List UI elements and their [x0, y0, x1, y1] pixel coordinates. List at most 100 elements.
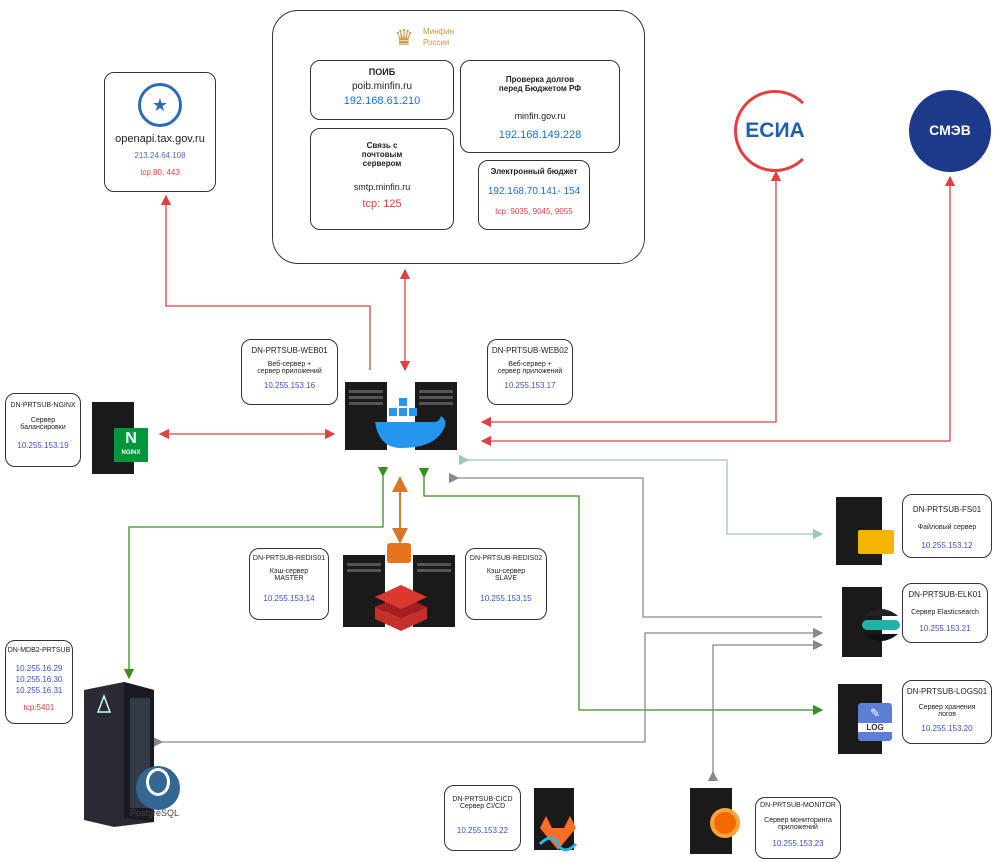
line-mdb-elk [152, 627, 824, 748]
line-web-elk [448, 472, 822, 618]
nginx-desc: Сервер [30, 417, 56, 424]
web01-box: DN-PRTSUB-WEB01 Веб-сервер + сервер прил… [241, 339, 338, 405]
redis02-desc-2: SLAVE [494, 575, 518, 582]
mdb-port: tcp:5401 [23, 703, 55, 712]
fs-ip: 10.255.153.12 [921, 541, 973, 550]
line-monitor-elk [707, 639, 824, 782]
logs-name: DN-PRTSUB-LOGS01 [906, 687, 988, 696]
minfin-logo: ♛ Минфин России [391, 25, 491, 55]
fs-desc: Файловый сервер [917, 524, 977, 531]
budget-ports: tcp: 9035, 9045, 9055 [495, 207, 573, 216]
fs-name: DN-PRTSUB-FS01 [912, 505, 982, 514]
tax-emblem-icon: ★ [138, 83, 182, 127]
debts-title-2: перед Бюджетом РФ [498, 84, 582, 93]
elk-desc: Сервер Elasticsearch [911, 609, 979, 616]
web01-ip: 10.255.153.16 [263, 381, 316, 390]
cicd-ip: 10.255.153.22 [456, 826, 509, 835]
web-servers-icon [345, 382, 457, 450]
redis02-desc: Кэш-сервер [486, 568, 526, 575]
log-label: LOG [858, 723, 892, 732]
web01-desc: Веб-сервер + [267, 361, 312, 368]
redis01-desc: Кэш-сервер [269, 568, 309, 575]
debts-host: minfin.gov.ru [514, 111, 566, 121]
tax-box: ★ openapi.tax.gov.ru 213.24.64.108 tcp:8… [104, 72, 216, 192]
tax-ip: 213.24.64.108 [134, 151, 186, 160]
redis02-ip: 10.255.153.15 [480, 594, 532, 603]
redis01-ip: 10.255.153.14 [263, 594, 315, 603]
line-web-tax [160, 194, 371, 370]
poib-ip: 192.168.61.210 [343, 95, 421, 107]
mail-box: Связь с почтовым сервером smtp.minfin.ru… [310, 128, 454, 230]
elk-name: DN-PRTSUB-ELK01 [908, 590, 982, 599]
debts-box: Проверка долгов перед Бюджетом РФ minfin… [460, 60, 620, 153]
redis02-name: DN-PRTSUB-REDIS02 [469, 555, 543, 562]
esia-logo: ЕСИА [734, 90, 816, 172]
poib-host: poib.minfin.ru [351, 81, 413, 92]
elk-ip: 10.255.153.21 [919, 624, 971, 633]
nginx-ip: 10.255.153.19 [17, 441, 69, 450]
logs-box: DN-PRTSUB-LOGS01 Сервер хранения логов 1… [902, 680, 992, 744]
tax-ports: tcp:80, 443 [140, 168, 180, 177]
nginx-name: DN-PRTSUB-NGINX [10, 402, 76, 409]
nginx-logo-icon: N NGINX [114, 428, 148, 462]
nginx-desc-2: балансировки [20, 424, 66, 431]
budget-ip: 192.168.70.141- 154 [487, 186, 581, 197]
cicd-box: DN-PRTSUB-CICD Сервер CI/CD 10.255.153.2… [444, 785, 521, 851]
redis02-box: DN-PRTSUB-REDIS02 Кэш-сервер SLAVE 10.25… [465, 548, 547, 620]
elk-box: DN-PRTSUB-ELK01 Сервер Elasticsearch 10.… [902, 583, 988, 643]
web02-ip: 10.255.153.17 [504, 381, 556, 390]
redis01-box: DN-PRTSUB-REDIS01 Кэш-сервер MASTER 10.2… [249, 548, 329, 620]
poib-box: ПОИБ poib.minfin.ru 192.168.61.210 [310, 60, 454, 120]
mdb-ip-2: 10.255.16.30 [15, 675, 63, 684]
monitor-desc-2: приложений [778, 824, 818, 831]
mdb-name: DN-MDB2-PRTSUB [7, 647, 71, 654]
web01-name: DN-PRTSUB-WEB01 [251, 346, 328, 355]
wrench-icon: ✎ [869, 706, 881, 720]
tax-host: openapi.tax.gov.ru [115, 133, 205, 145]
cicd-name: DN-PRTSUB-CICD [452, 796, 513, 803]
web02-desc: Веб-сервер + [508, 361, 552, 368]
budget-box: Электронный бюджет 192.168.70.141- 154 t… [478, 160, 590, 230]
gitlab-icon [538, 816, 578, 852]
redis-servers-icon [343, 543, 455, 631]
monitor-desc: Сервер мониторинга [764, 817, 832, 824]
minfin-logo-text-2: России [423, 38, 450, 47]
mdb-ip-3: 10.255.16.31 [15, 686, 63, 695]
esia-label: ЕСИА [745, 119, 805, 142]
mail-title-3: сервером [362, 159, 402, 168]
smev-logo: СМЭВ [909, 90, 991, 172]
mail-host: smtp.minfin.ru [353, 182, 411, 192]
line-web-mdb [123, 466, 389, 680]
logs-desc: Сервер хранения [918, 704, 976, 711]
debts-ip: 192.168.149.228 [498, 129, 582, 141]
postgres-label: PostgreSQL [130, 808, 180, 818]
monitor-name: DN-PRTSUB-MONITOR [760, 802, 836, 809]
redis01-name: DN-PRTSUB-REDIS01 [252, 555, 326, 562]
web02-name: DN-PRTSUB-WEB02 [491, 346, 569, 355]
redis01-desc-2: MASTER [274, 575, 304, 582]
line-web-fs [458, 454, 824, 540]
log-file-icon: ✎ LOG [858, 703, 892, 741]
nginx-logo-n: N [125, 430, 137, 447]
elasticsearch-icon [862, 609, 900, 641]
logs-ip: 10.255.153.20 [921, 724, 973, 733]
web01-desc-2: сервер приложений [257, 368, 322, 375]
minfin-logo-text: Минфин [423, 27, 455, 36]
cicd-desc: Сервер CI/CD [459, 803, 506, 810]
eagle-icon: ♛ [394, 25, 414, 50]
mail-title-2: почтовым [361, 150, 403, 159]
folder-icon [858, 530, 894, 554]
web02-desc-2: сервер приложений [497, 368, 563, 375]
monitor-box: DN-PRTSUB-MONITOR Сервер мониторинга при… [755, 797, 841, 859]
db-rack-icon [84, 682, 180, 827]
mail-title: Связь с [366, 141, 398, 150]
debts-title: Проверка долгов [505, 75, 575, 84]
budget-title: Электронный бюджет [490, 167, 578, 176]
mdb-box: DN-MDB2-PRTSUB 10.255.16.29 10.255.16.30… [5, 640, 73, 724]
mail-port: tcp: 125 [362, 198, 402, 210]
line-web-smev [480, 175, 956, 447]
poib-title: ПОИБ [368, 67, 396, 77]
fs-box: DN-PRTSUB-FS01 Файловый сервер 10.255.15… [902, 494, 992, 558]
logs-desc-2: логов [937, 711, 957, 718]
